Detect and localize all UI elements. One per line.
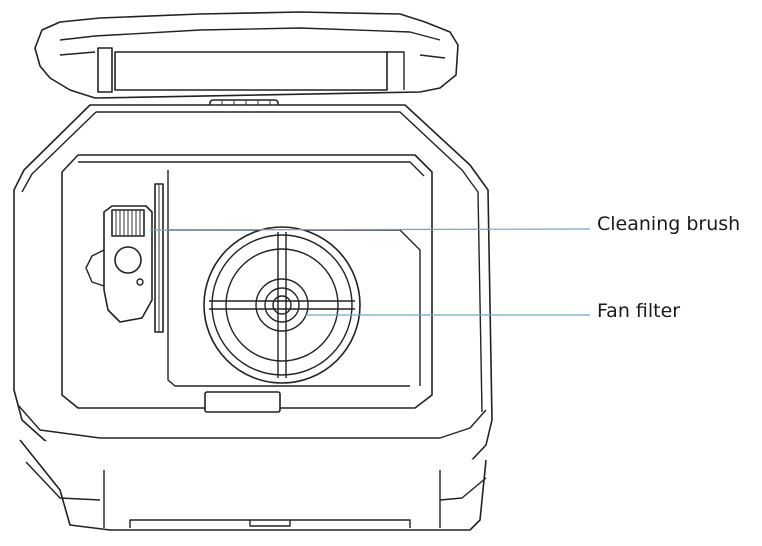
label-cleaning-brush: Cleaning brush bbox=[597, 213, 741, 235]
handle-slot bbox=[204, 391, 281, 413]
leader-line-cleaning-brush bbox=[149, 228, 591, 231]
cleaning-brush bbox=[85, 183, 164, 333]
label-fan-filter: Fan filter bbox=[597, 300, 681, 322]
fan-filter bbox=[203, 226, 361, 384]
open-lid bbox=[34, 11, 459, 99]
